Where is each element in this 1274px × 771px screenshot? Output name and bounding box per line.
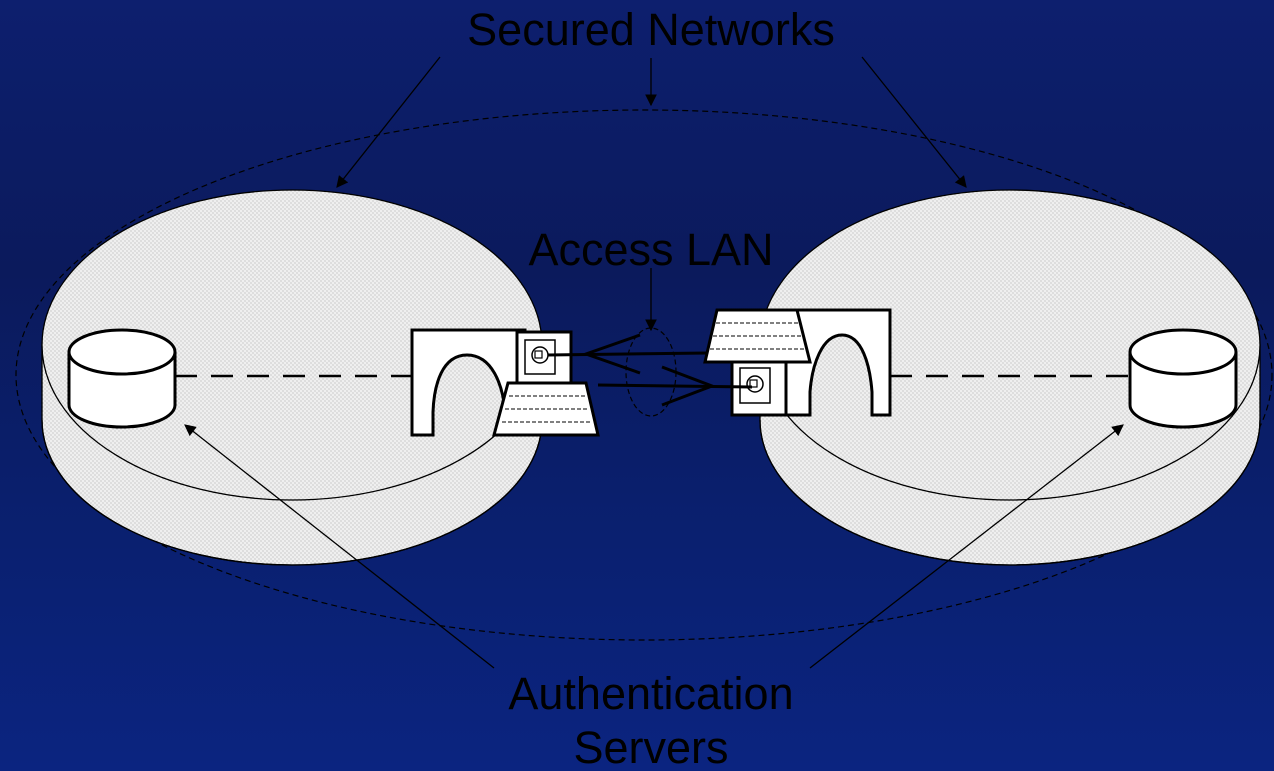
access-lan-link-to-right <box>597 365 753 407</box>
authentication-label: Authentication <box>508 668 793 719</box>
left-network-port-icon <box>515 330 573 386</box>
auth-servers-arrow-right <box>809 424 1124 669</box>
right-modem-icon <box>703 308 812 364</box>
servers-label: Servers <box>573 722 728 771</box>
right-gateway-arch-icon <box>783 308 892 417</box>
access-lan-label: Access LAN <box>528 224 773 275</box>
secured-networks-label: Secured Networks <box>467 4 835 55</box>
left-auth-server-icon <box>67 328 177 429</box>
secured-networks-boundary <box>15 109 1273 641</box>
secured-networks-arrow-right <box>861 56 967 188</box>
right-auth-server-icon <box>1128 328 1238 429</box>
left-modem-icon <box>492 381 600 437</box>
auth-servers-arrow-left <box>184 424 495 669</box>
secured-networks-arrow-left <box>336 56 441 188</box>
access-lan-link-to-left <box>547 333 709 375</box>
